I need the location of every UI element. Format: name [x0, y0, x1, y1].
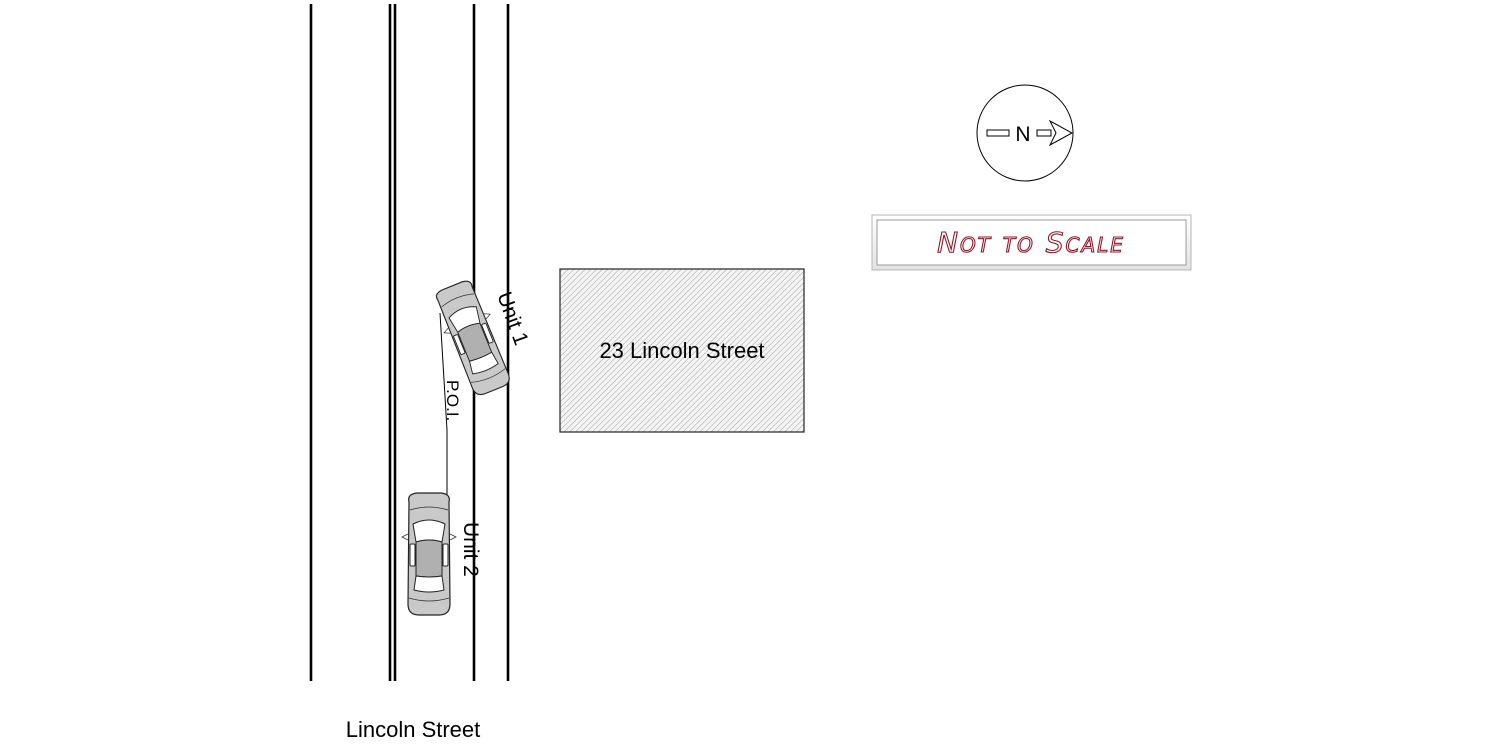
unit-2-label: Unit 2: [459, 522, 482, 577]
scale-note-plaque: Not to Scale: [871, 214, 1192, 271]
unit-1-label: Unit 1: [492, 289, 532, 348]
compass-shaft: [1036, 129, 1052, 137]
impact-label: P.O.I.: [443, 380, 462, 421]
road: [309, 4, 510, 681]
unit-2-car: [401, 492, 457, 616]
scale-note-label: Not to Scale: [937, 226, 1125, 259]
building-label: 23 Lincoln Street: [599, 338, 764, 363]
building-footprint: [559, 268, 805, 433]
north-arrow-icon: N: [976, 84, 1074, 182]
impact-line: [439, 312, 448, 495]
compass-tail: [986, 129, 1010, 137]
building: 23 Lincoln Street: [559, 268, 805, 433]
street-label: Lincoln Street: [346, 717, 481, 742]
compass-label: N: [1015, 123, 1030, 146]
compass-arrowhead: [1048, 119, 1074, 147]
